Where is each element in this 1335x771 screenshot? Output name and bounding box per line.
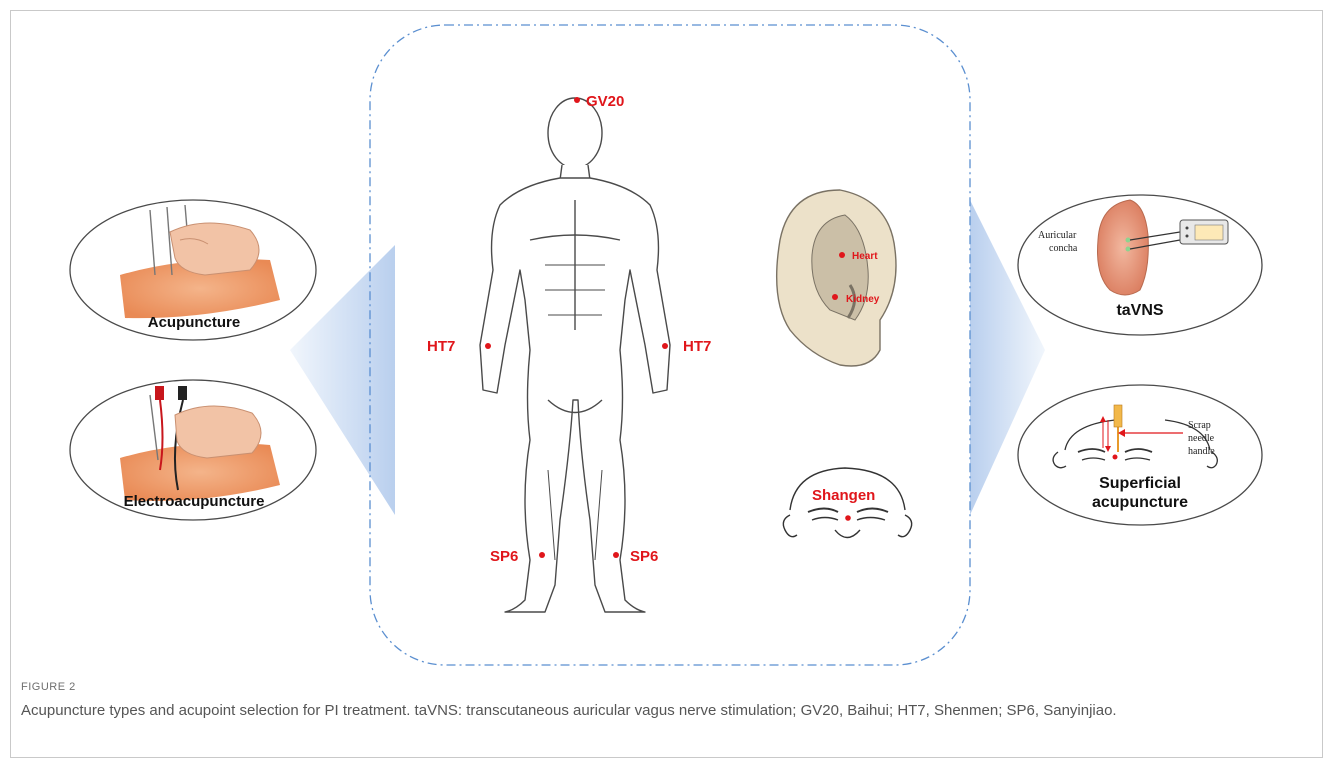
figure-label: FIGURE 2 xyxy=(21,681,76,693)
ht7-left-label: HT7 xyxy=(427,338,455,355)
shangen-label: Shangen xyxy=(812,487,875,504)
figure-caption: Acupuncture types and acupoint selection… xyxy=(21,700,1311,721)
tavns-label: taVNS xyxy=(1116,302,1163,319)
scrap-label-1: Scrap xyxy=(1188,420,1211,431)
auricular-label-1: Auricular xyxy=(1038,230,1077,241)
superficial-label-2: acupuncture xyxy=(1092,494,1188,511)
scrap-label-3: handle xyxy=(1188,446,1215,457)
ear-kidney-label: Kidney xyxy=(846,294,880,305)
sp6-right-label: SP6 xyxy=(630,548,658,565)
electroacupuncture-label: Electroacupuncture xyxy=(124,493,265,510)
auricular-label-2: concha xyxy=(1049,243,1078,254)
scrap-label-2: needle xyxy=(1188,433,1215,444)
sp6-left-label: SP6 xyxy=(490,548,518,565)
acupuncture-label: Acupuncture xyxy=(148,314,241,331)
ear-heart-label: Heart xyxy=(852,251,878,262)
superficial-label-1: Superficial xyxy=(1099,475,1181,492)
gv20-label: GV20 xyxy=(586,93,624,110)
ear-illustration xyxy=(777,190,896,366)
human-body-figure xyxy=(480,98,670,612)
ht7-right-label: HT7 xyxy=(683,338,711,355)
